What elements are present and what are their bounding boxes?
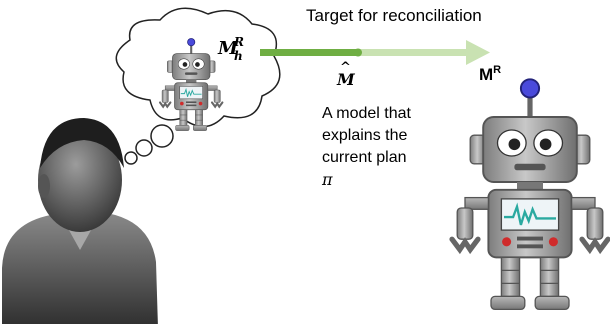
reconciliation-target-title: Target for reconciliation (306, 6, 482, 25)
human-silhouette-icon (2, 118, 158, 324)
description-line: current plan (322, 149, 407, 166)
description-line: explains the (322, 127, 408, 144)
mental-model-label: M R h (218, 35, 244, 63)
reconciliation-arrow (260, 40, 490, 65)
robot-model-label: MR (479, 64, 502, 84)
explanatory-model-label: ^ M (337, 60, 355, 89)
robot-icon (452, 79, 608, 309)
description-line: A model that (322, 105, 411, 122)
model-description: A model that explains the current plan π (322, 103, 462, 191)
plan-symbol: π (322, 170, 333, 189)
